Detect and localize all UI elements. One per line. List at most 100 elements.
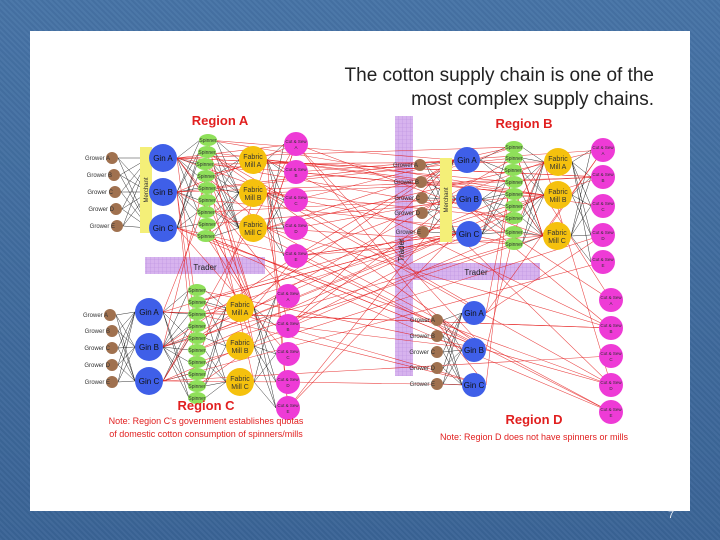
region-a-grower-node (109, 186, 121, 198)
region-a-cutsew-label-1: Cut & Sew (285, 139, 307, 144)
region-b-mill-node (543, 222, 571, 250)
black-flow-line (253, 381, 277, 409)
region-c-spinner-node (188, 332, 206, 344)
black-flow-line (204, 307, 227, 387)
region-b-grower-node (417, 226, 429, 238)
region-b-spinner-label: Spinner (505, 204, 523, 210)
region-b-spinner-node (505, 176, 523, 188)
red-flow-line (266, 159, 289, 409)
region-a-spinner-node (198, 218, 216, 230)
region-c-spinner-label: Spinner (188, 312, 206, 318)
black-flow-line (442, 312, 463, 321)
region-a-cutsew-label-1: Cut & Sew (285, 223, 307, 228)
trader-label-vertical: Trader (397, 238, 406, 262)
black-flow-line (115, 314, 136, 382)
region-b-spinner-label: Spinner (505, 192, 523, 198)
region-b-cutsew-label-1: Cut & Sew (592, 257, 614, 262)
region-c-mill-label-2: Mill C (231, 384, 249, 391)
region-a-mill-label-1: Fabric (243, 222, 263, 229)
region-b-spinner-node (505, 152, 523, 164)
region-b-cutsew-label-2: B (601, 178, 604, 183)
region-c-cutsew-label-1: Cut & Sew (277, 377, 299, 382)
region-c-cutsew-node (276, 314, 300, 338)
region-b-spinner-node (505, 200, 523, 212)
black-flow-line (213, 211, 240, 229)
red-flow-line (266, 159, 612, 329)
black-flow-line (570, 235, 592, 263)
region-c-cutsew-label-2: B (286, 327, 289, 332)
region-d-grower-label: Grower D (409, 366, 435, 372)
region-a-gin-label: Gin C (153, 224, 174, 233)
red-flow-line (162, 243, 515, 348)
region-c-mill-label-1: Fabric (230, 340, 250, 347)
black-flow-line (570, 176, 592, 237)
region-d-grower-node (431, 362, 443, 374)
region-b-spinner-label: Spinner (505, 230, 523, 236)
black-flow-line (442, 335, 463, 386)
region-a-cutsew-label-1: Cut & Sew (285, 167, 307, 172)
nodes (104, 132, 623, 424)
red-flow-line (162, 380, 289, 383)
region-c-mill-label-2: Mill B (231, 348, 248, 355)
red-flow-line (485, 234, 604, 314)
red-flow-line (287, 159, 455, 327)
region-a-grower-node (108, 169, 120, 181)
black-flow-line (571, 161, 592, 207)
black-flow-line (213, 227, 240, 237)
region-d-cutsew-label-1: Cut & Sew (600, 351, 622, 356)
black-flow-line (442, 312, 463, 337)
region-c-grower-node (106, 376, 118, 388)
region-c-mill-label-1: Fabric (230, 376, 250, 383)
region-a-gin-node (149, 214, 177, 242)
black-flow-line (117, 311, 136, 332)
region-a-spinner-node (196, 158, 214, 170)
red-flow-line (295, 255, 487, 351)
black-flow-line (570, 205, 592, 237)
region-d-grower-label: Grower A (410, 318, 435, 324)
region-c-spinner-label: Spinner (188, 372, 206, 378)
region-b-cutsew-label-1: Cut & Sew (592, 145, 614, 150)
region-c-gin-label: Gin B (139, 343, 159, 352)
red-flow-line (485, 231, 515, 351)
region-d-gin-label: Gin A (464, 309, 484, 318)
black-flow-line (481, 157, 507, 235)
red-flow-line (207, 139, 455, 161)
region-c-cutsew-label-1: Cut & Sew (277, 291, 299, 296)
region-a-mill-label-2: Mill C (244, 230, 262, 237)
region-d-cutsew-label-1: Cut & Sew (600, 323, 622, 328)
black-flow-line (162, 311, 190, 339)
region-c-spinner-label: Spinner (188, 288, 206, 294)
region-b-cutsew-label-1: Cut & Sew (592, 230, 614, 235)
red-flow-line (162, 143, 297, 382)
black-flow-line (162, 346, 190, 351)
region-a-spinner-label: Spinner (197, 234, 215, 240)
region-a-mill-label-1: Fabric (243, 154, 263, 161)
region-b-gin-label: Gin B (459, 195, 479, 204)
region-c-gin-node (135, 367, 163, 395)
region-a-cutsew-label-2: B (294, 173, 297, 178)
region-a-spinner-label: Spinner (198, 150, 216, 156)
region-d-grower-label: Grower E (410, 382, 435, 388)
region-b-mill-label-1: Fabric (548, 156, 568, 163)
region-b-gin-label: Gin A (457, 156, 477, 165)
region-b-grower-label: Grower B (394, 180, 419, 186)
red-flow-line (176, 143, 297, 159)
region-a-cutsew-node (284, 216, 308, 240)
region-c-cutsew-node (276, 284, 300, 308)
region-b-spinner-label: Spinner (505, 180, 523, 186)
black-flow-line (176, 157, 199, 213)
red-flow-line (295, 198, 457, 229)
region-c-cutsew-node (276, 342, 300, 366)
trader-band-right (413, 263, 540, 280)
region-b-cutsew-node (591, 138, 615, 162)
region-c-spinner-node (188, 320, 206, 332)
red-flow-line (162, 193, 515, 348)
region-a-spinner-node (197, 230, 215, 242)
region-a-spinner-label: Spinner (199, 138, 217, 144)
region-b-grower-label: Grower C (394, 196, 420, 202)
black-flow-line (442, 312, 463, 385)
region-a-label: Region A (192, 113, 249, 128)
black-flow-line (117, 311, 136, 349)
black-flow-line (253, 353, 277, 383)
